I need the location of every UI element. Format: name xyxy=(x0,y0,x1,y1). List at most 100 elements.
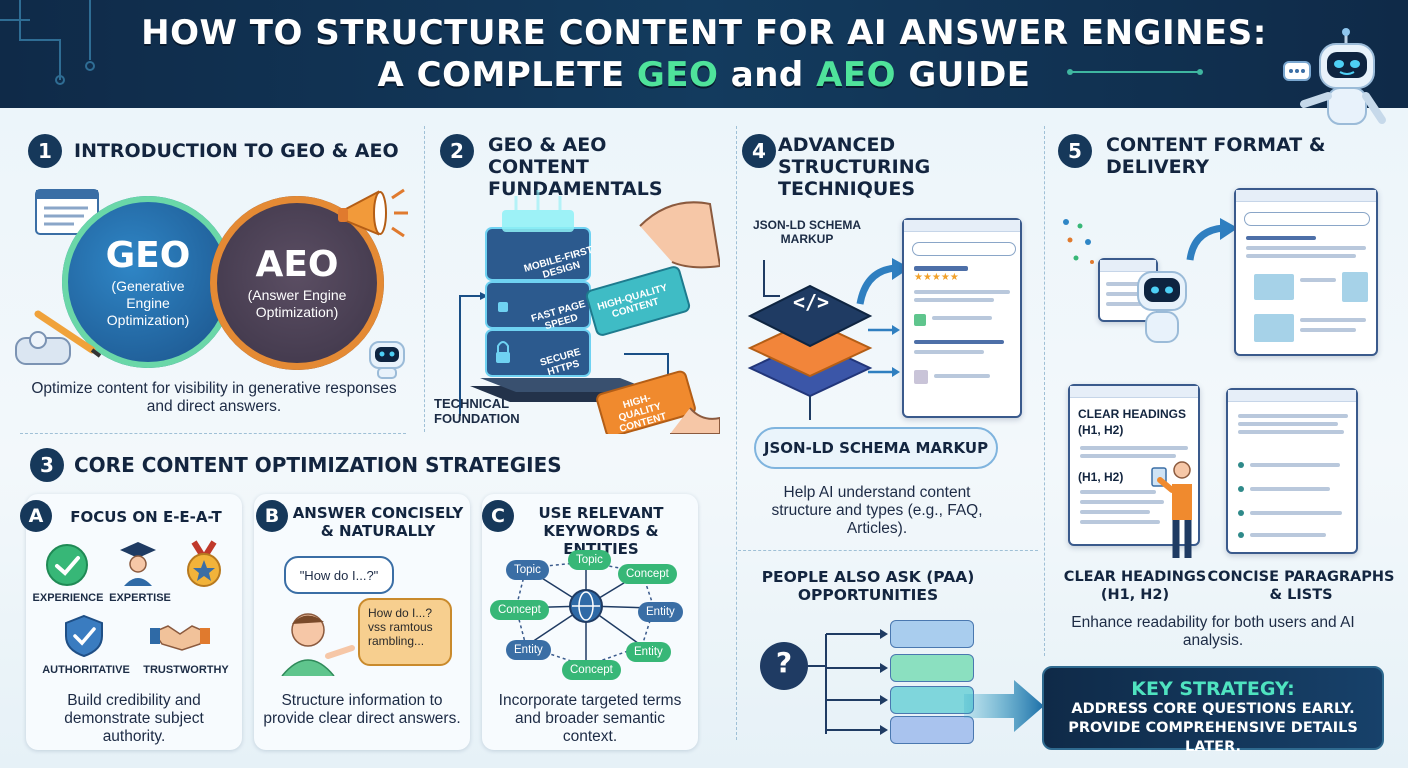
star-rating-icon: ★★★★★ xyxy=(914,272,959,283)
section-4-title: ADVANCED STRUCTURING TECHNIQUES xyxy=(778,134,931,200)
list-bullet xyxy=(1238,486,1244,492)
authority-medal-icon xyxy=(187,540,221,587)
section-1-number: 1 xyxy=(28,134,62,168)
paa-branch-diagram xyxy=(760,629,888,735)
card-c-description: Incorporate targeted terms and broader s… xyxy=(498,692,682,745)
result-line xyxy=(1080,520,1160,524)
section-5-description: Enhance readability for both users and A… xyxy=(1071,614,1355,649)
result-line xyxy=(1250,511,1342,515)
graph-node-entity: Entity xyxy=(506,640,551,660)
result-line xyxy=(914,290,1010,294)
graph-node-concept: Concept xyxy=(562,660,621,680)
key-strategy-line-2: PROVIDE COMPREHENSIVE DETAILS LATER. xyxy=(1068,720,1358,755)
aeo-circle-title: AEO xyxy=(255,244,339,285)
clear-headings-label: CLEAR HEADINGS (H1, H2) xyxy=(1063,569,1207,603)
search-input xyxy=(1244,212,1370,226)
result-line xyxy=(1246,254,1356,258)
section-5-title: CONTENT FORMAT & DELIVERY xyxy=(1106,134,1326,178)
result-line xyxy=(1106,292,1142,296)
browser-heading-sub: (H1, H2) xyxy=(1078,470,1124,484)
result-line xyxy=(1238,414,1348,418)
page-title-line-2: A COMPLETE GEO and AEO GUIDE xyxy=(377,55,1031,95)
result-line xyxy=(914,350,984,354)
graph-node-entity: Entity xyxy=(626,642,671,662)
paa-question-box xyxy=(890,620,974,648)
section-4-number: 4 xyxy=(742,134,776,168)
content-thumbnail xyxy=(1254,274,1294,300)
result-line xyxy=(1080,454,1176,458)
card-answer-concisely: B ANSWER CONCISELY & NATURALLY "How do I… xyxy=(254,494,470,750)
graph-node-topic: Topic xyxy=(506,560,549,580)
json-ld-schema-pill: JSON-LD SCHEMA MARKUP xyxy=(754,427,998,469)
aeo-circle-subtitle: (Answer Engine Optimization) xyxy=(247,287,347,320)
result-line xyxy=(1238,430,1344,434)
section-divider xyxy=(20,433,406,434)
experience-check-icon xyxy=(46,544,88,586)
card-a-letter: A xyxy=(20,500,52,532)
graph-node-concept: Concept xyxy=(618,564,677,584)
circuit-decoration-right-icon xyxy=(1067,69,1203,75)
card-a-description: Build credibility and demonstrate subjec… xyxy=(64,692,204,745)
section-1-title: INTRODUCTION TO GEO & AEO xyxy=(74,140,399,162)
assistant-robot-icon xyxy=(1137,271,1187,343)
result-line xyxy=(1106,302,1146,306)
card-keywords-entities: C USE RELEVANT KEYWORDS & ENTITIES Topic… xyxy=(482,494,698,750)
key-strategy-title: KEY STRATEGY: xyxy=(1131,678,1295,700)
paa-question-box xyxy=(890,716,974,744)
card-b-letter: B xyxy=(256,500,288,532)
page-title-line-1: HOW TO STRUCTURE CONTENT FOR AI ANSWER E… xyxy=(141,13,1267,53)
eeat-label-authoritative: AUTHORITATIVE xyxy=(42,664,130,676)
graph-node-topic: Topic xyxy=(568,550,611,570)
technical-foundation-label: TECHNICAL FOUNDATION xyxy=(434,396,520,426)
paa-question-box xyxy=(890,686,974,714)
section-4-description: Help AI understand content structure and… xyxy=(771,484,983,537)
geo-circle-subtitle: (Generative Engine Optimization) xyxy=(106,277,190,328)
result-line xyxy=(1246,236,1316,240)
browser-bar xyxy=(1100,260,1156,272)
result-thumbnail xyxy=(914,314,926,326)
search-input xyxy=(912,242,1016,256)
small-robot-icon xyxy=(369,341,405,379)
section-divider xyxy=(738,550,1038,551)
browser-heading-h1-h2: CLEAR HEADINGS (H1, H2) xyxy=(1078,407,1187,437)
paragraphs-browser-window xyxy=(1226,388,1358,554)
result-line xyxy=(1300,278,1336,282)
eeat-label-trustworthy: TRUSTWORTHY xyxy=(143,664,229,676)
paa-question-box xyxy=(890,654,974,682)
result-line xyxy=(934,374,990,378)
browser-bar xyxy=(1070,386,1198,398)
speech-bubble-rambling: How do I...? vss ramtous rambling... xyxy=(358,598,452,666)
browser-bar xyxy=(1236,190,1376,202)
list-bullet xyxy=(1238,462,1244,468)
schema-layer-stack-icon xyxy=(747,260,873,420)
result-line xyxy=(1250,463,1340,467)
section-divider xyxy=(1044,126,1045,656)
key-strategy-box: KEY STRATEGY: ADDRESS CORE QUESTIONS EAR… xyxy=(1042,666,1384,755)
result-line xyxy=(914,266,968,271)
authoritative-shield-icon xyxy=(65,614,103,658)
result-thumbnail xyxy=(914,370,928,384)
arrows-right-icon xyxy=(868,325,900,377)
card-eeat: A FOCUS ON E-E-A-T EXPERIENCE EXPERTISE … xyxy=(20,494,242,750)
technical-foundation-stack-diagram xyxy=(459,190,720,434)
person-pointing-icon xyxy=(281,613,355,676)
eeat-label-experience: EXPERIENCE xyxy=(32,592,104,604)
content-thumbnail xyxy=(1342,272,1368,302)
section-5-number: 5 xyxy=(1058,134,1092,168)
search-results-browser: ★★★★★ xyxy=(902,218,1022,418)
code-glyph-icon: </> xyxy=(792,290,830,314)
paa-title: PEOPLE ALSO ASK (PAA) OPPORTUNITIES xyxy=(761,568,975,604)
result-line xyxy=(1238,422,1338,426)
concise-paragraphs-label: CONCISE PARAGRAPHS & LISTS xyxy=(1207,569,1395,603)
expertise-graduate-icon xyxy=(120,542,156,586)
result-line xyxy=(1246,246,1366,250)
speech-bubble-rambling-text: How do I...? vss ramtous rambling... xyxy=(368,606,433,648)
card-c-letter: C xyxy=(482,500,514,532)
person-presenting-icon xyxy=(1151,461,1192,558)
result-line xyxy=(1080,500,1164,504)
graph-node-concept: Concept xyxy=(490,600,549,620)
circuit-decoration-left-icon xyxy=(0,0,95,85)
section-3-title: CORE CONTENT OPTIMIZATION STRATEGIES xyxy=(74,453,562,477)
geo-circle-title: GEO xyxy=(105,234,191,276)
speech-bubble-question-text: "How do I...?" xyxy=(299,567,379,583)
